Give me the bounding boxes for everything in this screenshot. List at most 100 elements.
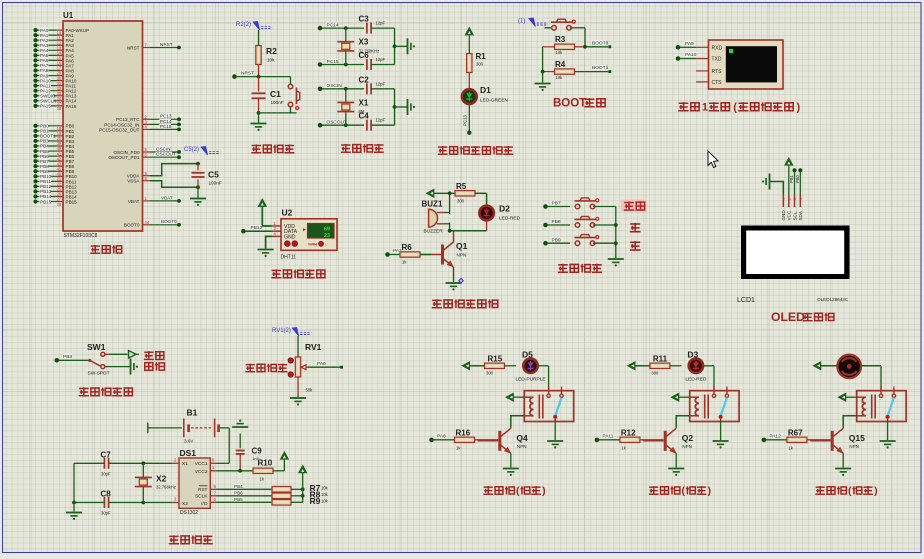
svg-text:D5: D5 bbox=[522, 350, 533, 360]
svg-text:X1: X1 bbox=[359, 98, 369, 107]
svg-text:PA8: PA8 bbox=[66, 68, 75, 73]
svg-text:50k: 50k bbox=[306, 388, 314, 393]
svg-text:PB15: PB15 bbox=[66, 199, 78, 204]
svg-text:10: 10 bbox=[57, 30, 62, 35]
svg-text:PC14: PC14 bbox=[327, 23, 339, 29]
svg-text:PB7: PB7 bbox=[552, 201, 561, 207]
svg-text:C2: C2 bbox=[359, 75, 370, 84]
svg-text:12pF: 12pF bbox=[376, 81, 386, 86]
svg-text:C4: C4 bbox=[359, 112, 370, 121]
svg-text:PA6: PA6 bbox=[40, 58, 49, 63]
svg-text:1k: 1k bbox=[402, 260, 407, 265]
svg-text:NRST: NRST bbox=[241, 71, 254, 77]
svg-text:): ) bbox=[796, 102, 800, 114]
svg-text:46: 46 bbox=[57, 171, 62, 176]
svg-text:PB1: PB1 bbox=[66, 129, 75, 134]
svg-text:BOOT1: BOOT1 bbox=[40, 134, 56, 139]
svg-text:25: 25 bbox=[57, 187, 62, 192]
svg-text:Q15: Q15 bbox=[849, 433, 865, 443]
svg-text:11: 11 bbox=[57, 35, 62, 40]
svg-text:PA13: PA13 bbox=[66, 94, 77, 99]
svg-text:300: 300 bbox=[476, 62, 484, 67]
svg-text:PB1: PB1 bbox=[789, 174, 794, 183]
svg-text:BUZ1: BUZ1 bbox=[422, 200, 443, 209]
svg-text:D2: D2 bbox=[499, 204, 510, 214]
svg-text:1: 1 bbox=[782, 198, 786, 200]
svg-text:PA12: PA12 bbox=[40, 88, 51, 93]
svg-text:28: 28 bbox=[57, 202, 62, 207]
svg-text:PB9: PB9 bbox=[66, 169, 75, 174]
svg-text:PA12: PA12 bbox=[66, 89, 77, 94]
svg-text:PA1: PA1 bbox=[66, 33, 75, 38]
svg-text:C9: C9 bbox=[252, 447, 263, 456]
svg-text:SCL: SCL bbox=[792, 211, 797, 220]
svg-text:PB6: PB6 bbox=[40, 154, 49, 159]
svg-text:10k: 10k bbox=[321, 486, 329, 491]
svg-text:13: 13 bbox=[57, 45, 62, 50]
svg-text:PB10: PB10 bbox=[66, 174, 78, 179]
svg-text:OSCIN: OSCIN bbox=[327, 83, 343, 89]
svg-text:PB3: PB3 bbox=[40, 139, 49, 144]
svg-text:PA5: PA5 bbox=[40, 53, 49, 58]
svg-text:OSCIN_PD0: OSCIN_PD0 bbox=[113, 150, 139, 155]
svg-text:1k: 1k bbox=[456, 445, 461, 450]
svg-text:7: 7 bbox=[145, 43, 148, 48]
svg-text:R11: R11 bbox=[653, 355, 668, 364]
svg-text:C5: C5 bbox=[208, 170, 219, 180]
svg-text:PB15: PB15 bbox=[40, 199, 52, 204]
svg-text:8M: 8M bbox=[359, 109, 365, 114]
svg-text:SW1: SW1 bbox=[87, 342, 106, 352]
svg-text:I/O: I/O bbox=[201, 501, 208, 507]
svg-text:VDD: VDD bbox=[284, 224, 295, 230]
svg-text:PB12: PB12 bbox=[251, 225, 263, 231]
svg-text:10k: 10k bbox=[556, 75, 564, 80]
svg-text:LED-RED: LED-RED bbox=[499, 216, 521, 222]
svg-text:100nF: 100nF bbox=[209, 181, 222, 186]
svg-text:RV1(2): RV1(2) bbox=[272, 328, 291, 334]
svg-text:C: C bbox=[325, 243, 328, 247]
svg-text:39: 39 bbox=[57, 141, 62, 146]
svg-text:CTS: CTS bbox=[712, 80, 723, 86]
svg-text:PB11: PB11 bbox=[66, 179, 77, 184]
svg-text:C8: C8 bbox=[101, 490, 112, 499]
svg-text:R8: R8 bbox=[310, 490, 321, 500]
svg-text:C6: C6 bbox=[359, 51, 370, 60]
svg-text:17: 17 bbox=[57, 66, 62, 71]
svg-text:%RH: %RH bbox=[308, 243, 317, 247]
svg-text:PB12: PB12 bbox=[40, 184, 52, 189]
svg-text:OSCOUT_PD1: OSCOUT_PD1 bbox=[108, 155, 140, 160]
svg-text:PA15: PA15 bbox=[66, 104, 77, 109]
svg-text:44: 44 bbox=[145, 220, 150, 225]
svg-text:BOOT1: BOOT1 bbox=[592, 65, 609, 71]
svg-text:10k: 10k bbox=[267, 58, 275, 63]
svg-text:PB0: PB0 bbox=[40, 124, 49, 129]
svg-text:X3: X3 bbox=[359, 38, 369, 47]
svg-text:R16: R16 bbox=[456, 428, 471, 437]
svg-text:4: 4 bbox=[145, 125, 148, 130]
svg-text:PA7: PA7 bbox=[40, 63, 49, 68]
svg-text:NPN: NPN bbox=[682, 444, 692, 449]
svg-text:43: 43 bbox=[57, 161, 62, 166]
svg-text:5: 5 bbox=[214, 484, 217, 489]
svg-text:PB8: PB8 bbox=[40, 164, 49, 169]
svg-text:69: 69 bbox=[324, 227, 330, 233]
svg-text:GND: GND bbox=[781, 210, 786, 221]
svg-text:40: 40 bbox=[57, 146, 62, 151]
svg-text:PB14: PB14 bbox=[66, 194, 78, 199]
svg-text:R12: R12 bbox=[621, 428, 636, 437]
svg-text:DS1302: DS1302 bbox=[180, 510, 198, 516]
svg-text:32: 32 bbox=[57, 86, 62, 91]
svg-text:12pF: 12pF bbox=[376, 21, 386, 26]
svg-text:21: 21 bbox=[57, 177, 62, 182]
svg-text:LCD1: LCD1 bbox=[737, 297, 755, 304]
svg-text:PA9: PA9 bbox=[40, 73, 49, 78]
svg-text:12pF: 12pF bbox=[376, 57, 386, 62]
svg-text:VSSA: VSSA bbox=[127, 179, 140, 184]
svg-text:PB3: PB3 bbox=[63, 354, 72, 360]
svg-text:7: 7 bbox=[214, 490, 217, 495]
svg-text:NPN: NPN bbox=[517, 444, 527, 449]
svg-text:300: 300 bbox=[457, 199, 465, 204]
svg-text:Q2: Q2 bbox=[682, 433, 694, 443]
svg-text:DS1: DS1 bbox=[180, 448, 197, 458]
svg-text:37: 37 bbox=[57, 101, 62, 106]
